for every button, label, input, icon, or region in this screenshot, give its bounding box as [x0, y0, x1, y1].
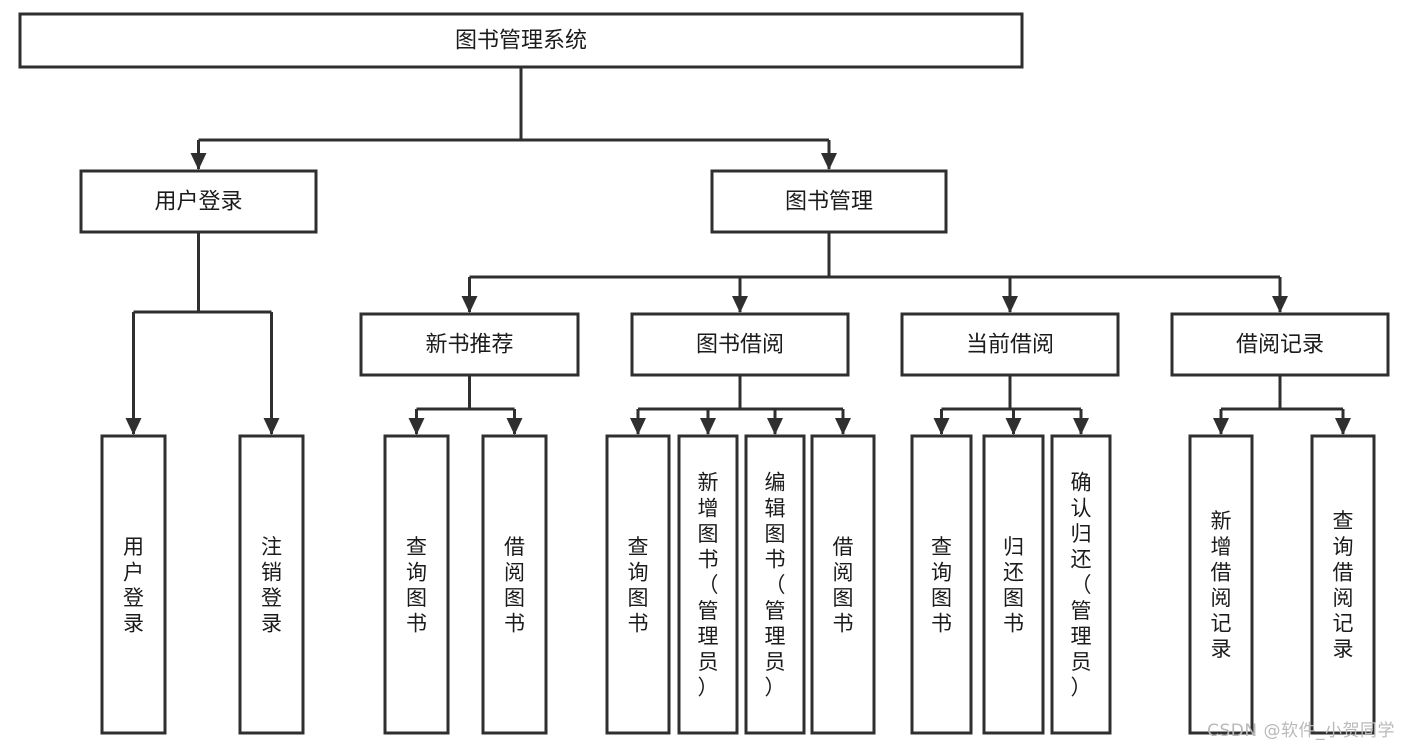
- arrow-head-icon: [125, 418, 142, 435]
- leaf-node-3-label: 借阅图书: [504, 535, 525, 636]
- level3-node-3-rect: [1170, 312, 1390, 377]
- leaf-node-4[interactable]: 查询图书: [605, 434, 671, 735]
- leaf-node-7[interactable]: 借阅图书: [810, 434, 876, 735]
- leaf-node-8-rect: [910, 434, 973, 735]
- level3-node-3[interactable]: 借阅记录: [1170, 312, 1390, 377]
- level3-node-1-label: 图书借阅: [696, 333, 784, 358]
- level2-node-0[interactable]: 用户登录: [79, 169, 318, 234]
- arrow-head-icon: [732, 296, 748, 313]
- arrow-head-icon: [700, 418, 716, 435]
- leaf-node-11-rect: [1188, 434, 1254, 735]
- arrow-head-icon: [506, 418, 523, 435]
- node-layer: 图书管理系统用户登录图书管理新书推荐图书借阅当前借阅借阅记录用户登录注销登录查询…: [18, 12, 1390, 735]
- leaf-node-11[interactable]: 新增借阅记录: [1188, 434, 1254, 735]
- leaf-node-2-rect: [383, 434, 450, 735]
- level3-node-1-rect: [630, 312, 850, 377]
- leaf-node-6-label: 编辑图书（管理员）: [765, 471, 786, 700]
- arrow-head-icon: [190, 153, 207, 170]
- leaf-node-12[interactable]: 查询借阅记录: [1310, 434, 1376, 735]
- leaf-node-1-rect: [238, 434, 305, 735]
- leaf-node-10[interactable]: 确认归还（管理员）: [1050, 434, 1112, 735]
- connector-layer: [125, 67, 1351, 435]
- leaf-node-9-label: 归还图书: [1003, 535, 1024, 636]
- level3-node-0-label: 新书推荐: [425, 333, 513, 358]
- leaf-node-2[interactable]: 查询图书: [383, 434, 450, 735]
- level2-node-1-label: 图书管理: [785, 190, 873, 215]
- csdn-watermark: CSDN @软件_小贺同学: [1207, 721, 1395, 741]
- level2-node-0-label: 用户登录: [154, 190, 242, 215]
- arrow-head-icon: [1272, 296, 1288, 313]
- leaf-node-5[interactable]: 新增图书（管理员）: [677, 434, 739, 735]
- level2-node-1-rect: [710, 169, 948, 234]
- arrow-head-icon: [461, 296, 478, 313]
- leaf-node-8-label: 查询图书: [931, 535, 952, 636]
- leaf-node-3-rect: [481, 434, 548, 735]
- arrow-head-icon: [767, 418, 783, 435]
- level2-node-1[interactable]: 图书管理: [710, 169, 948, 234]
- leaf-node-0[interactable]: 用户登录: [100, 434, 167, 735]
- arrow-head-icon: [1335, 418, 1351, 435]
- root-node-book-management-system-rect: [18, 12, 1024, 69]
- arrow-head-icon: [1002, 296, 1018, 313]
- root-node-book-management-system-label: 图书管理系统: [455, 29, 587, 54]
- leaf-node-5-label: 新增图书（管理员）: [698, 471, 719, 700]
- leaf-node-3[interactable]: 借阅图书: [481, 434, 548, 735]
- root-node-book-management-system[interactable]: 图书管理系统: [18, 12, 1024, 69]
- leaf-node-6[interactable]: 编辑图书（管理员）: [744, 434, 806, 735]
- leaf-node-1[interactable]: 注销登录: [238, 434, 305, 735]
- level3-node-2-rect: [900, 312, 1120, 377]
- arrow-head-icon: [1073, 418, 1089, 435]
- leaf-node-7-rect: [810, 434, 876, 735]
- arrow-head-icon: [835, 418, 851, 435]
- leaf-node-4-rect: [605, 434, 671, 735]
- leaf-node-10-label: 确认归还（管理员）: [1071, 471, 1092, 700]
- leaf-node-4-label: 查询图书: [628, 535, 649, 636]
- level3-node-0-rect: [359, 312, 580, 377]
- arrow-head-icon: [408, 418, 425, 435]
- leaf-node-2-label: 查询图书: [406, 535, 427, 636]
- arrow-head-icon: [1213, 418, 1229, 435]
- level3-node-0[interactable]: 新书推荐: [359, 312, 580, 377]
- leaf-node-8[interactable]: 查询图书: [910, 434, 973, 735]
- leaf-node-11-label: 新增借阅记录: [1211, 509, 1232, 661]
- arrow-head-icon: [933, 418, 950, 435]
- leaf-node-9-rect: [982, 434, 1045, 735]
- level3-node-3-label: 借阅记录: [1236, 333, 1324, 358]
- level3-node-2-label: 当前借阅: [966, 333, 1054, 358]
- arrow-head-icon: [263, 418, 280, 435]
- leaf-node-5-rect: [677, 434, 739, 735]
- level3-node-2[interactable]: 当前借阅: [900, 312, 1120, 377]
- leaf-node-6-rect: [744, 434, 806, 735]
- leaf-node-1-label: 注销登录: [261, 535, 282, 636]
- level3-node-1[interactable]: 图书借阅: [630, 312, 850, 377]
- arrow-head-icon: [821, 153, 837, 170]
- leaf-node-0-rect: [100, 434, 167, 735]
- leaf-node-10-rect: [1050, 434, 1112, 735]
- leaf-node-12-label: 查询借阅记录: [1333, 509, 1354, 661]
- leaf-node-12-rect: [1310, 434, 1376, 735]
- leaf-node-7-label: 借阅图书: [833, 535, 854, 636]
- arrow-head-icon: [630, 418, 646, 435]
- level2-node-0-rect: [79, 169, 318, 234]
- leaf-node-0-label: 用户登录: [123, 535, 144, 636]
- arrow-head-icon: [1005, 418, 1022, 435]
- leaf-node-9[interactable]: 归还图书: [982, 434, 1045, 735]
